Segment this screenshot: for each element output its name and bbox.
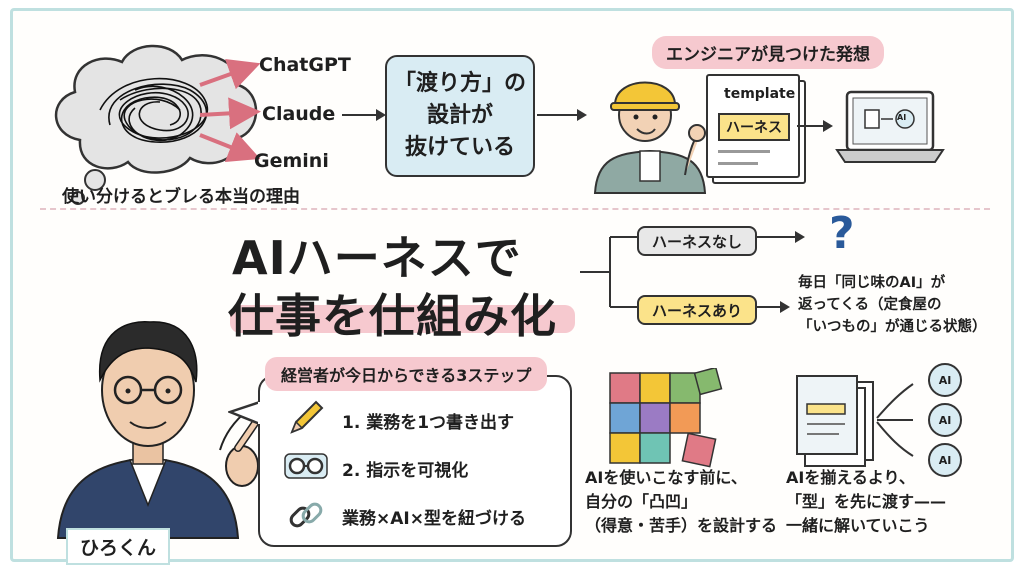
harness-branch-lines xyxy=(580,231,805,313)
step-1-label: 1. 業務を1つ書き出す xyxy=(342,413,515,433)
puzzle-pieces-icon xyxy=(609,368,723,468)
ai-line-2: 「型」を先に渡す—— xyxy=(786,492,947,511)
model-arrows xyxy=(199,59,261,163)
step-2-label: 2. 指示を可視化 xyxy=(342,461,469,481)
without-harness-label: ハーネスなし xyxy=(651,232,742,251)
ai-badge-icon: AI xyxy=(928,403,962,437)
ai-badge-label: AI xyxy=(938,413,952,427)
presenter-name-tag: ひろくん xyxy=(66,528,171,565)
template-doc-label: template xyxy=(724,86,796,102)
missing-design-line-1: 「渡り方」の xyxy=(393,71,526,96)
question-mark-icon: ? xyxy=(829,208,855,259)
ai-badge-icon: AI xyxy=(928,363,962,397)
with-harness-label: ハーネスあり xyxy=(651,301,742,320)
result-line-3: 「いつもの」が通じる状態） xyxy=(798,319,987,335)
harness-tag: ハーネス xyxy=(718,113,790,141)
stacked-documents-icon xyxy=(796,375,914,467)
model-chatgpt-label: ChatGPT xyxy=(259,54,351,76)
puzzle-line-1: AIを使いこなす前に、 xyxy=(585,468,747,487)
arrow-to-center-box xyxy=(342,109,386,121)
cloud-caption: 使い分けるとブレる本当の理由 xyxy=(62,187,300,207)
model-gemini-label: Gemini xyxy=(254,150,329,172)
missing-design-box: 「渡り方」の 設計が 抜けている xyxy=(385,55,535,177)
arrow-to-engineer xyxy=(537,109,587,121)
main-title-line-2: 仕事を仕組み化 xyxy=(228,289,557,343)
model-claude-label: Claude xyxy=(262,103,336,125)
result-line-2: 返ってくる（定食屋の xyxy=(798,297,942,313)
ai-badge-label: AI xyxy=(938,453,952,467)
doc-line xyxy=(718,150,770,153)
ai-line-1: AIを揃えるより、 xyxy=(786,468,915,487)
main-title-line-1: AIハーネスで xyxy=(232,231,522,285)
chain-link-icon xyxy=(289,502,323,528)
title-highlight xyxy=(230,305,575,333)
with-harness-pill: ハーネスあり xyxy=(637,295,757,325)
doc-line xyxy=(718,162,758,165)
puzzle-panel-text: AIを使いこなす前に、 自分の「凸凹」 （得意・苦手）を設計する xyxy=(585,466,777,538)
puzzle-line-3: （得意・苦手）を設計する xyxy=(585,516,778,535)
pencil-icon xyxy=(290,400,324,434)
puzzle-line-2: 自分の「凸凹」 xyxy=(585,492,698,511)
ai-badge-icon: AI xyxy=(928,443,962,477)
laptop-icon xyxy=(835,90,945,163)
glasses-icon xyxy=(284,453,328,479)
ai-badge-label: AI xyxy=(938,373,952,387)
laptop-ai-badge: AI xyxy=(897,113,907,122)
tangled-thought-cloud-icon xyxy=(54,44,258,205)
harness-result-text: 毎日「同じ味のAI」が 返ってくる（定食屋の 「いつもの」が通じる状態） xyxy=(798,272,987,338)
steps-heading: 経営者が今日からできる3ステップ xyxy=(265,357,548,391)
ai-panel-text: AIを揃えるより、 「型」を先に渡す—— 一緒に解いていこう xyxy=(786,466,946,538)
engineer-with-hardhat-icon xyxy=(593,81,707,194)
result-line-1: 毎日「同じ味のAI」が xyxy=(798,275,946,291)
missing-design-line-2: 設計が xyxy=(426,103,493,128)
section-divider xyxy=(40,208,990,210)
engineer-banner: エンジニアが見つけた発想 xyxy=(652,36,884,69)
without-harness-pill: ハーネスなし xyxy=(637,226,757,256)
ai-line-3: 一緒に解いていこう xyxy=(786,516,930,535)
arrow-to-laptop xyxy=(797,120,833,132)
missing-design-line-3: 抜けている xyxy=(404,135,515,160)
speech-bubble-tail xyxy=(228,400,262,426)
presenter-portrait xyxy=(56,321,264,539)
step-3-label: 業務×AI×型を紐づける xyxy=(342,509,526,529)
